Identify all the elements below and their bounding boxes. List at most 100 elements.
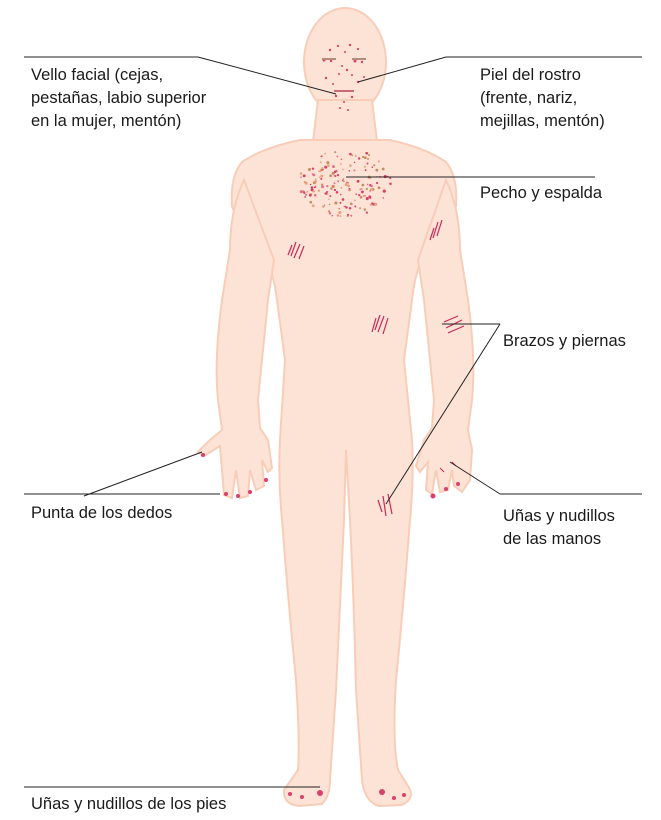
chest-lesion-dot — [370, 203, 372, 205]
chest-lesion-dot — [370, 185, 372, 187]
chest-lesion-dot — [378, 160, 380, 162]
chest-lesion-dot — [329, 204, 331, 206]
label-unas-manos-line-2: de las manos — [503, 528, 615, 551]
chest-lesion-dot — [321, 156, 323, 158]
label-unas-manos: Uñas y nudillos de las manos — [503, 505, 615, 551]
chest-lesion-dot — [336, 155, 338, 157]
label-punta-dedos: Punta de los dedos — [31, 502, 172, 525]
chest-lesion-dot — [367, 184, 369, 186]
chest-lesion-dot — [343, 181, 345, 183]
chest-lesion-dot — [376, 182, 378, 184]
label-vello-facial-line-1: Vello facial (cejas, — [31, 64, 206, 87]
chest-lesion-dot — [320, 161, 322, 163]
chest-lesion-dot — [332, 165, 335, 168]
chest-lesion-dot — [348, 182, 350, 184]
chest-lesion-dot — [349, 207, 352, 210]
chest-lesion-dot — [334, 151, 336, 153]
chest-lesion-dot — [314, 180, 317, 183]
chest-lesion-dot — [383, 190, 386, 193]
chest-lesion-dot — [364, 208, 366, 210]
chest-lesion-dot — [350, 215, 352, 217]
chest-lesion-dot — [334, 201, 337, 204]
chest-lesion-dot — [347, 215, 349, 217]
chest-lesion-dot — [354, 200, 355, 201]
chest-lesion-dot — [341, 187, 343, 189]
chest-lesion-dot — [325, 192, 327, 194]
chest-lesion-dot — [382, 197, 384, 199]
chest-lesion-dot — [357, 180, 360, 183]
chest-lesion-dot — [361, 188, 363, 190]
chest-lesion-dot — [312, 191, 313, 192]
chest-lesion-dot — [332, 172, 335, 175]
chest-lesion-dot — [354, 162, 356, 164]
chest-lesion-dot — [328, 210, 330, 212]
chest-lesion-dot — [334, 175, 336, 177]
chest-lesion-dot — [312, 168, 314, 170]
chest-lesion-dot — [359, 207, 361, 209]
chest-lesion-dot — [314, 186, 316, 188]
label-pecho-espalda-line-1: Pecho y espalda — [480, 182, 602, 205]
chest-lesion-dot — [354, 206, 356, 208]
chest-lesion-dot — [311, 186, 314, 189]
chest-lesion-dot — [329, 174, 332, 177]
chest-lesion-dot — [349, 153, 352, 156]
chest-lesion-dot — [300, 176, 302, 178]
chest-lesion-dot — [309, 201, 312, 204]
label-pecho-espalda: Pecho y espalda — [480, 182, 602, 205]
chest-lesion-dot — [355, 193, 357, 195]
chest-lesion-dot — [343, 178, 345, 180]
chest-lesion-dot — [374, 203, 377, 206]
chest-lesion-dot — [372, 166, 374, 168]
chest-lesion-dot — [315, 178, 317, 180]
label-brazos-piernas-line-1: Brazos y piernas — [503, 330, 626, 353]
chest-lesion-dot — [389, 177, 391, 179]
chest-lesion-dot — [304, 196, 306, 198]
chest-lesion-dot — [324, 166, 327, 169]
label-punta-dedos-line-1: Punta de los dedos — [31, 502, 172, 525]
chest-lesion-dot — [364, 166, 366, 168]
chest-lesion-dot — [314, 194, 317, 197]
chest-lesion-dot — [304, 181, 306, 183]
chest-lesion-dot — [340, 158, 342, 160]
chest-lesion-dot — [329, 212, 331, 214]
chest-lesion-dot — [326, 161, 329, 164]
chest-lesion-dot — [327, 164, 330, 167]
label-brazos-piernas: Brazos y piernas — [503, 330, 626, 353]
chest-lesion-dot — [378, 186, 381, 189]
chest-lesion-dot — [300, 172, 303, 175]
body-silhouette — [198, 8, 473, 806]
chest-lesion-dot — [303, 174, 306, 177]
chest-lesion-dot — [332, 215, 333, 216]
chest-lesion-dot — [342, 169, 344, 171]
label-vello-facial-line-2: pestañas, labio superior — [31, 87, 206, 110]
chest-lesion-dot — [340, 163, 341, 164]
left-arm-shape — [198, 180, 274, 498]
chest-lesion-dot — [329, 195, 331, 197]
chest-lesion-dot — [348, 170, 350, 172]
chest-lesion-dot — [310, 184, 312, 186]
chest-lesion-dot — [306, 191, 308, 193]
chest-lesion-dot — [340, 215, 341, 216]
chest-lesion-dot — [337, 180, 339, 182]
chest-lesion-dot — [322, 205, 324, 207]
chest-lesion-dot — [303, 192, 305, 194]
chest-lesion-dot — [368, 154, 370, 156]
chest-lesion-dot — [364, 156, 367, 159]
chest-lesion-dot — [375, 169, 378, 172]
chest-lesion-dot — [337, 214, 340, 217]
chest-lesion-dot — [366, 188, 368, 190]
chest-lesion-dot — [336, 191, 339, 194]
chest-lesion-dot — [363, 195, 365, 197]
chest-lesion-dot — [340, 202, 342, 204]
chest-lesion-dot — [366, 212, 368, 214]
chest-lesion-dot — [349, 188, 351, 190]
label-unas-pies-line-1: Uñas y nudillos de los pies — [31, 793, 226, 816]
chest-lesion-dot — [309, 194, 312, 197]
label-vello-facial-line-3: en la mujer, mentón) — [31, 110, 206, 133]
chest-lesion-dot — [312, 204, 315, 207]
chest-lesion-dot — [334, 182, 336, 184]
chest-lesion-dot — [365, 152, 368, 155]
chest-lesion-dot — [362, 184, 365, 187]
chest-lesion-dot — [318, 171, 320, 173]
chest-lesion-dot — [321, 185, 324, 188]
